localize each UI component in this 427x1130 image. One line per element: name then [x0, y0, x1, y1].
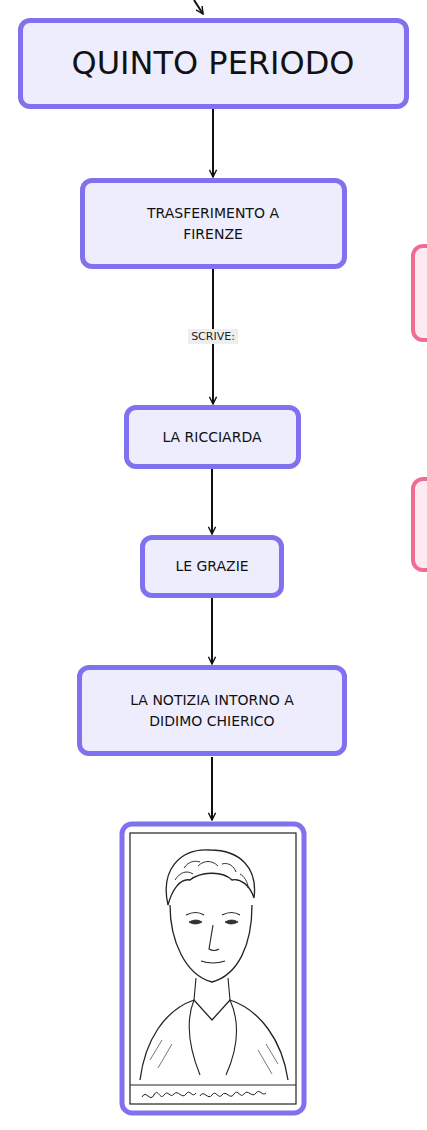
- edge-label: SCRIVE:: [188, 329, 238, 344]
- box-label: TRASFERIMENTO A FIRENZE: [118, 203, 308, 244]
- box-label: LA RICCIARDA: [162, 427, 261, 447]
- box-label: LE GRAZIE: [175, 556, 248, 576]
- connector-line: [211, 757, 213, 820]
- process-box: LA NOTIZIA INTORNO A DIDIMO CHIERICO: [77, 665, 347, 756]
- process-box: QUINTO PERIODO: [18, 18, 409, 109]
- connector-arrow: [211, 598, 213, 664]
- side-box: [413, 479, 427, 570]
- process-box: TRASFERIMENTO A FIRENZE: [80, 178, 347, 269]
- process-box: LA RICCIARDA: [124, 405, 301, 469]
- process-box: LE GRAZIE: [140, 535, 284, 598]
- box-label: QUINTO PERIODO: [71, 40, 354, 86]
- connector-arrow: [211, 469, 213, 534]
- portrait-illustration: [122, 824, 304, 1113]
- box-label: LA NOTIZIA INTORNO A DIDIMO CHIERICO: [110, 690, 315, 731]
- connector-arrow: [212, 109, 214, 177]
- incoming-arrow: [194, 0, 203, 14]
- side-box: [413, 246, 427, 340]
